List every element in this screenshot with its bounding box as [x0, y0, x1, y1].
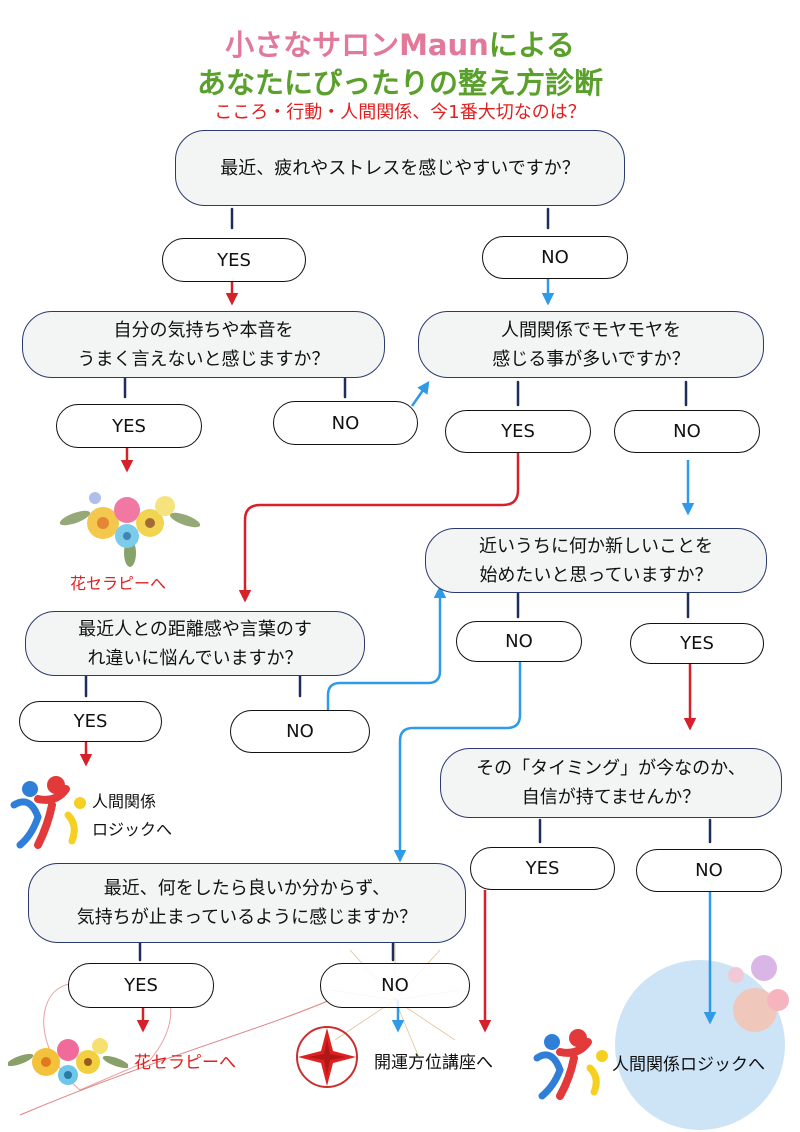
answer-yes-q4[interactable]: YES [630, 623, 764, 664]
question-1: 最近、疲れやストレスを感じやすいですか？ [175, 130, 625, 206]
question-7: 最近、何をしたら良いか分からず、 気持ちが止まっているように感じますか？ [28, 863, 466, 943]
answer-no-q1[interactable]: NO [482, 236, 628, 279]
answer-no-q7[interactable]: NO [320, 963, 470, 1008]
title-line-2: あなたにぴったりの整え方診断 [196, 66, 603, 100]
question-3: 人間関係でモヤモヤを 感じる事が多いですか？ [418, 311, 764, 378]
outcome-human-logic-1[interactable]: 人間関係 ロジックへ [92, 788, 172, 844]
question-4: 近いうちに何か新しいことを 始めたいと思っていますか？ [425, 528, 767, 593]
question-5: 最近人との距離感や言葉のす れ違いに悩んでいますか？ [25, 611, 365, 676]
outcome-human-logic-1-text: 人間関係 ロジックへ [92, 792, 173, 839]
answer-yes-q7[interactable]: YES [68, 963, 214, 1008]
question-4-text: 近いうちに何か新しいことを 始めたいと思っていますか？ [479, 535, 713, 586]
answer-no-q5[interactable]: NO [230, 710, 370, 753]
answer-no-q2[interactable]: NO [273, 401, 418, 445]
flower-bouquet-icon-bottom [8, 1038, 128, 1085]
title-part-brand: Maun [399, 28, 489, 62]
answer-yes-q6[interactable]: YES [470, 847, 615, 890]
compass-star-icon [296, 1026, 358, 1088]
question-6-text: その「タイミング」が今なのか、 自信が持てませんか？ [476, 758, 746, 808]
answer-yes-q5[interactable]: YES [19, 701, 162, 742]
outcome-human-logic-2[interactable]: 人間関係ロジックへ [612, 1055, 765, 1075]
people-figures-icon [10, 776, 86, 849]
question-3-text: 人間関係でモヤモヤを 感じる事が多いですか？ [492, 319, 690, 370]
question-5-text: 最近人との距離感や言葉のす れ違いに悩んでいますか？ [78, 618, 312, 669]
answer-no-q4[interactable]: NO [456, 621, 582, 662]
question-6: その「タイミング」が今なのか、 自信が持てませんか？ [440, 748, 782, 818]
title-line-1: 小さなサロンMaunによる [0, 22, 800, 64]
answer-yes-q2[interactable]: YES [56, 404, 202, 448]
outcome-flower-therapy-1[interactable]: 花セラピーへ [70, 574, 167, 593]
answer-no-q6[interactable]: NO [636, 849, 782, 892]
question-2-text: 自分の気持ちや本音を うまく言えないと感じますか？ [77, 319, 330, 370]
title-part-salon: 小さなサロン [225, 28, 400, 62]
subtitle: こころ・行動・人間関係、今1番大切なのは？ [214, 102, 586, 123]
outcome-lucky-direction[interactable]: 開運方位講座へ [374, 1053, 493, 1073]
question-2: 自分の気持ちや本音を うまく言えないと感じますか？ [22, 311, 385, 378]
question-7-text: 最近、何をしたら良いか分からず、 気持ちが止まっているように感じますか？ [76, 878, 418, 928]
answer-yes-q3[interactable]: YES [445, 410, 591, 453]
outcome-flower-therapy-2[interactable]: 花セラピーへ [134, 1053, 236, 1073]
answer-no-q3[interactable]: NO [614, 410, 760, 453]
people-figures-icon-bottom [533, 1029, 608, 1100]
answer-yes-q1[interactable]: YES [162, 238, 306, 282]
title-part-by: による [488, 28, 575, 62]
flower-bouquet-icon [59, 492, 201, 567]
